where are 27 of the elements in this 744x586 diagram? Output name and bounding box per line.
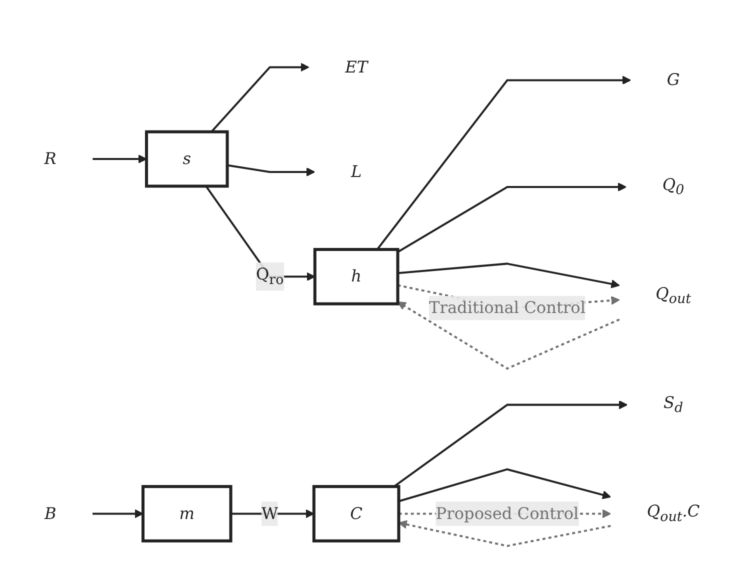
node-text: B <box>44 504 56 523</box>
edge-label: Q$_{ro}$ <box>256 264 284 288</box>
node-text: Q$_{out}$ <box>656 284 691 308</box>
arrow <box>398 468 612 502</box>
arrow <box>397 301 620 370</box>
node-box: h <box>313 248 400 306</box>
node-text: L <box>350 162 362 182</box>
arrow <box>210 62 310 132</box>
node-text: G <box>666 70 680 90</box>
arrow <box>398 520 611 547</box>
node-box: C <box>312 485 400 542</box>
node-text: S$_{d}$ <box>663 392 684 416</box>
edge-label: Traditional Control <box>429 298 586 318</box>
node-text: Q$_{out}$.C <box>646 502 700 525</box>
edge-label: Proposed Control <box>436 504 579 523</box>
node-text: R <box>44 148 56 168</box>
arrow <box>227 164 316 176</box>
node-text: Q$_{0}$ <box>662 174 684 198</box>
arrow <box>92 509 144 518</box>
node-box: s <box>145 130 229 188</box>
arrow <box>398 262 620 288</box>
node-box: m <box>142 485 232 542</box>
edge-label: W <box>262 504 278 523</box>
arrow <box>397 182 627 253</box>
node-text: ET <box>345 57 368 76</box>
arrow <box>92 154 147 164</box>
arrow <box>393 400 628 488</box>
